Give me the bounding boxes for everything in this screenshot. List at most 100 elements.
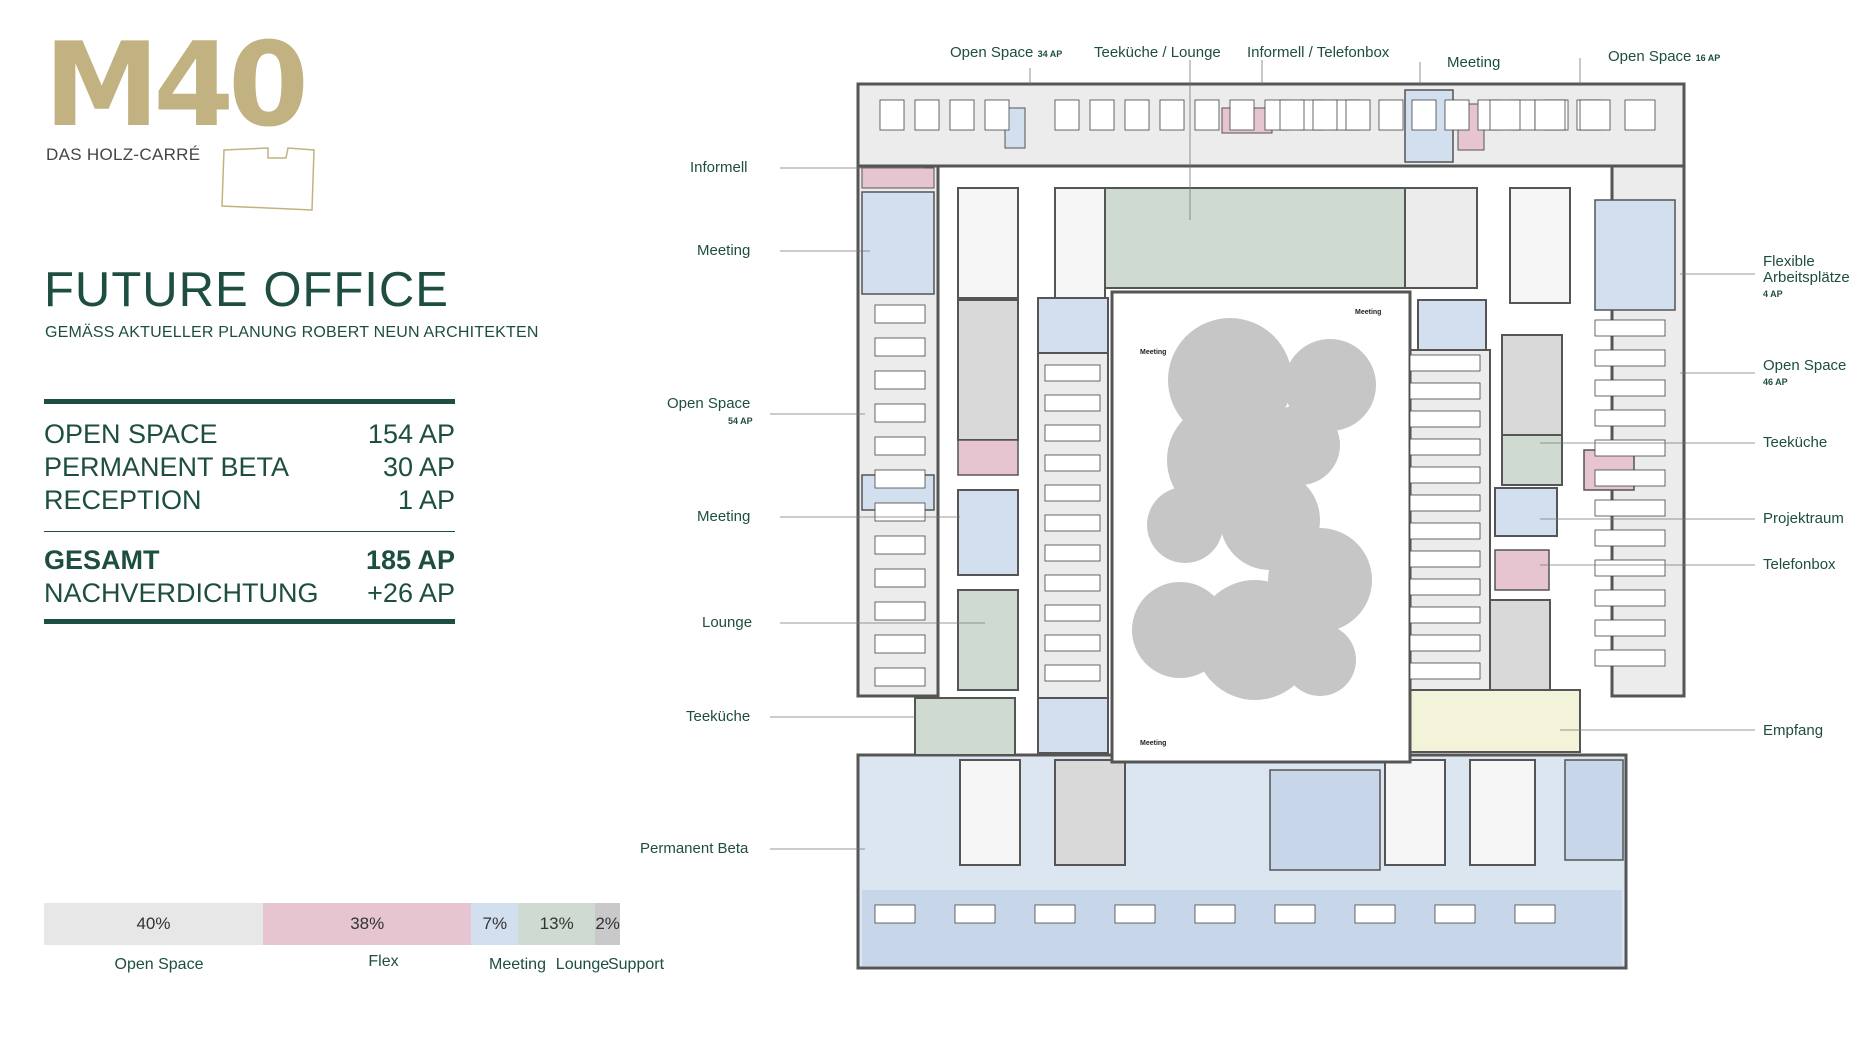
stat-label: NACHVERDICHTUNG	[44, 578, 319, 608]
callout-text: Open Space	[950, 44, 1034, 61]
desk	[1044, 574, 1101, 592]
desk	[1409, 606, 1481, 624]
desk	[1624, 99, 1656, 131]
desk	[1044, 484, 1101, 502]
tree	[1195, 580, 1315, 700]
stat-value: 30 AP	[382, 452, 455, 482]
stat-value: +26 AP	[367, 578, 455, 608]
desk	[1594, 499, 1666, 517]
callout-teekueche-lounge: Teeküche / Lounge	[1094, 44, 1221, 61]
permanent-beta-zone	[862, 890, 1622, 966]
callout-ap: 16 AP	[1695, 53, 1721, 63]
stair-core	[959, 759, 1021, 866]
desk	[1194, 99, 1220, 131]
desk	[1279, 99, 1305, 131]
desk	[1409, 522, 1481, 540]
flex-area	[1594, 199, 1676, 311]
callout-open-space-34: Open Space 34 AP	[950, 44, 1062, 61]
informell-area	[861, 167, 935, 189]
stat-row-open-space: OPEN SPACE 154 AP	[44, 418, 455, 450]
desk	[1594, 559, 1666, 577]
desk	[874, 370, 926, 390]
wc-core	[1489, 599, 1551, 691]
callout-informell: Informell	[690, 159, 748, 176]
stat-value: 185 AP	[365, 545, 455, 575]
callout-meeting-top: Meeting	[1447, 54, 1501, 71]
share-label: Meeting	[489, 956, 546, 973]
desk-clusters	[874, 99, 1666, 924]
share-segment: 2%	[595, 903, 620, 945]
desk	[1274, 904, 1316, 924]
desk	[1409, 410, 1481, 428]
share-segment: 13%	[518, 903, 596, 945]
desk	[1089, 99, 1115, 131]
desk	[984, 99, 1010, 131]
open-space-inner	[1399, 349, 1491, 691]
desk	[874, 403, 926, 423]
share-value: 7%	[482, 914, 508, 933]
desk	[1114, 904, 1156, 924]
stat-value: 154 AP	[367, 419, 455, 449]
desk	[949, 99, 975, 131]
desk	[1044, 454, 1101, 472]
stair-core	[1384, 759, 1446, 866]
page-title: FUTURE OFFICE	[44, 263, 449, 317]
desk	[874, 502, 926, 522]
desk	[1594, 409, 1666, 427]
share-label: Open Space	[114, 956, 204, 973]
courtyard-label-meeting: Meeting	[1140, 740, 1166, 747]
wc-core	[1501, 334, 1563, 436]
stat-label: RECEPTION	[44, 485, 202, 515]
stat-value: 1 AP	[397, 485, 455, 515]
desk	[1044, 364, 1101, 382]
stair-core	[957, 187, 1019, 299]
callout-text: Open Space	[1608, 48, 1692, 65]
share-segment: 38%	[262, 903, 472, 945]
project-room	[1494, 487, 1558, 537]
desk	[1044, 634, 1101, 652]
desk	[874, 469, 926, 489]
desk	[1044, 544, 1101, 562]
courtyard-label-meeting: Meeting	[1355, 309, 1381, 316]
callout-informell-telefonbox: Informell / Telefonbox	[1247, 44, 1390, 61]
stat-label: OPEN SPACE	[44, 419, 218, 449]
desk	[874, 568, 926, 588]
meeting-room	[1417, 299, 1487, 351]
meeting-room	[1564, 759, 1624, 861]
desk	[1229, 99, 1255, 131]
stats-bottom-rule	[44, 619, 455, 624]
callout-open-space-46-ap: 46 AP	[1763, 377, 1788, 387]
desk	[1312, 99, 1338, 131]
desk	[874, 436, 926, 456]
desk	[879, 99, 905, 131]
desk	[1409, 578, 1481, 596]
desk	[1378, 99, 1404, 131]
desk	[1409, 494, 1481, 512]
callout-meeting-left-1: Meeting	[697, 242, 751, 259]
lounge-room	[957, 589, 1019, 691]
courtyard-label-meeting: Meeting	[1140, 349, 1166, 356]
desk	[1345, 99, 1371, 131]
building-outline-icon	[221, 147, 315, 211]
desk	[874, 904, 916, 924]
stair-core	[1054, 187, 1106, 299]
meeting-room	[957, 489, 1019, 576]
desk	[1044, 514, 1101, 532]
callout-arbeitsplaetze: Arbeitsplätze	[1763, 269, 1850, 286]
stats-top-rule	[44, 399, 455, 404]
desk	[1594, 619, 1666, 637]
wc-core	[1054, 759, 1126, 866]
desk	[1409, 466, 1481, 484]
teekueche-room	[914, 697, 1016, 756]
share-label: Flex	[368, 953, 399, 970]
stat-label: PERMANENT BETA	[44, 452, 290, 482]
share-bar: 40%38%7%13%2%	[44, 903, 620, 945]
reception-area	[1389, 689, 1581, 753]
stats-divider	[44, 531, 455, 532]
page-subtitle: GEMÄSS AKTUELLER PLANUNG ROBERT NEUN ARC…	[45, 324, 539, 341]
desk	[1159, 99, 1185, 131]
callout-teekueche-left: Teeküche	[686, 708, 751, 725]
desk	[1044, 664, 1101, 682]
desk	[1409, 634, 1481, 652]
